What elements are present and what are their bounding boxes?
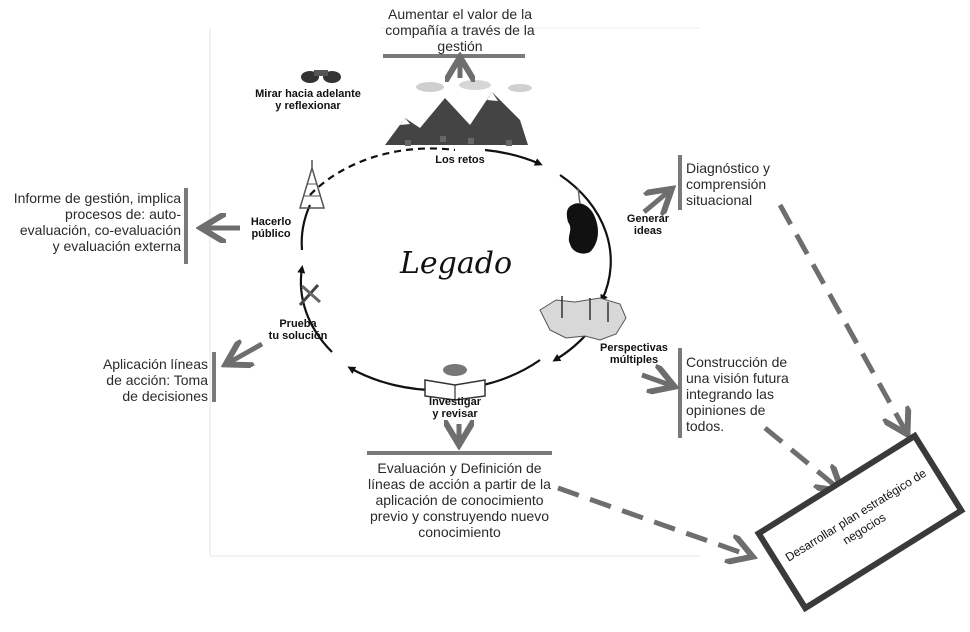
evaluacion-line-4: previo y construyendo nuevo [370, 508, 549, 524]
label-generar: Generar ideas [620, 213, 676, 237]
prueba-line-1: Prueba [279, 318, 317, 330]
aplicacion-line-3: de decisiones [122, 388, 208, 404]
evaluacion-line-5: conocimiento [418, 524, 501, 540]
head-silhouette-icon [566, 187, 598, 254]
top-line-1: Aumentar el valor de la [388, 6, 532, 22]
book-icon [424, 364, 486, 401]
label-investigar: Investigar y revisar [410, 396, 500, 420]
construccion-line-5: todos. [686, 418, 725, 434]
evaluacion-line-1: Evaluación y Definición de [377, 460, 542, 476]
diagnostico-line-3: situacional [686, 192, 753, 208]
perspectivas-line-1: Perspectivas [600, 342, 668, 354]
cycle-arc-left [297, 265, 333, 353]
cycle-arc-upper-left [300, 204, 312, 251]
construccion-line-4: opiniones de [686, 402, 766, 418]
note-diagnostico: Diagnóstico y comprensión situacional [686, 160, 796, 208]
top-line-2: compañía a través de la [385, 22, 535, 38]
label-prueba: Prueba tu solución [258, 318, 338, 342]
generar-line-1: Generar [626, 213, 670, 225]
informe-line-3: evaluación, co-evaluación [19, 222, 181, 238]
note-construccion: Construcción de una visión futura integr… [686, 354, 816, 434]
informe-line-4: y evaluación externa [52, 238, 181, 254]
tower-icon [298, 160, 326, 209]
construccion-line-1: Construcción de [686, 354, 788, 370]
target-box: Desarrollar plan estratégico de negocios [754, 431, 966, 613]
label-perspectivas: Perspectivas múltiples [584, 342, 684, 366]
evaluacion-line-3: aplicación de conocimiento [375, 492, 544, 508]
clouds-icon [416, 80, 532, 92]
retos-line-1: Los retos [435, 154, 485, 166]
hacerlo-line-1: Hacerlo [250, 216, 292, 228]
note-aplicacion: Aplicación líneas de acción: Toma de dec… [88, 356, 208, 404]
diagnostico-line-2: comprensión [686, 176, 767, 192]
prueba-line-2: tu solución [268, 330, 328, 342]
informe-line-2: procesos de: auto- [65, 206, 181, 222]
hacerlo-line-2: público [251, 228, 291, 240]
mirar-line-2: y reflexionar [275, 100, 341, 112]
diagnostico-line-1: Diagnóstico y [686, 160, 771, 176]
map-icon [539, 296, 627, 341]
label-retos: Los retos [425, 154, 495, 166]
construccion-line-3: integrando las [686, 386, 774, 402]
top-box-text: Aumentar el valor de la compañía a travé… [370, 6, 550, 54]
generar-arrow [642, 192, 668, 212]
label-hacerlo: Hacerlo público [240, 216, 302, 240]
wrench-icon [298, 283, 321, 307]
binoculars-icon [301, 70, 341, 83]
generar-line-2: ideas [633, 225, 663, 237]
aplicacion-line-2: de acción: Toma [106, 372, 208, 388]
evaluacion-line-2: líneas de acción a partir de la [368, 476, 551, 492]
prueba-arrow [230, 344, 264, 362]
aplicacion-line-1: Aplicación líneas [102, 356, 208, 372]
cycle-arc-right [559, 174, 612, 303]
investigar-line-1: Investigar [429, 396, 481, 408]
center-label-legado: Legado [400, 246, 513, 281]
perspectivas-arrow [641, 375, 670, 385]
cycle-arc-top-left [309, 147, 456, 196]
construccion-line-2: una visión futura [686, 370, 789, 386]
investigar-line-2: y revisar [432, 408, 478, 420]
top-line-3: gestión [437, 38, 483, 54]
dashed-arrow-construccion [763, 426, 838, 488]
label-mirar: Mirar hacia adelante y reflexionar [248, 88, 368, 112]
note-evaluacion: Evaluación y Definición de líneas de acc… [352, 460, 567, 540]
note-informe: Informe de gestión, implica procesos de:… [0, 190, 181, 254]
perspectivas-line-2: múltiples [609, 354, 659, 366]
dashed-arrow-evaluacion [557, 485, 748, 555]
cycle-arc-top [484, 148, 543, 166]
dashed-arrow-diagnostico [777, 203, 905, 430]
mirar-line-1: Mirar hacia adelante [255, 88, 361, 100]
mountains-icon [385, 92, 528, 146]
informe-line-1: Informe de gestión, implica [13, 190, 181, 206]
